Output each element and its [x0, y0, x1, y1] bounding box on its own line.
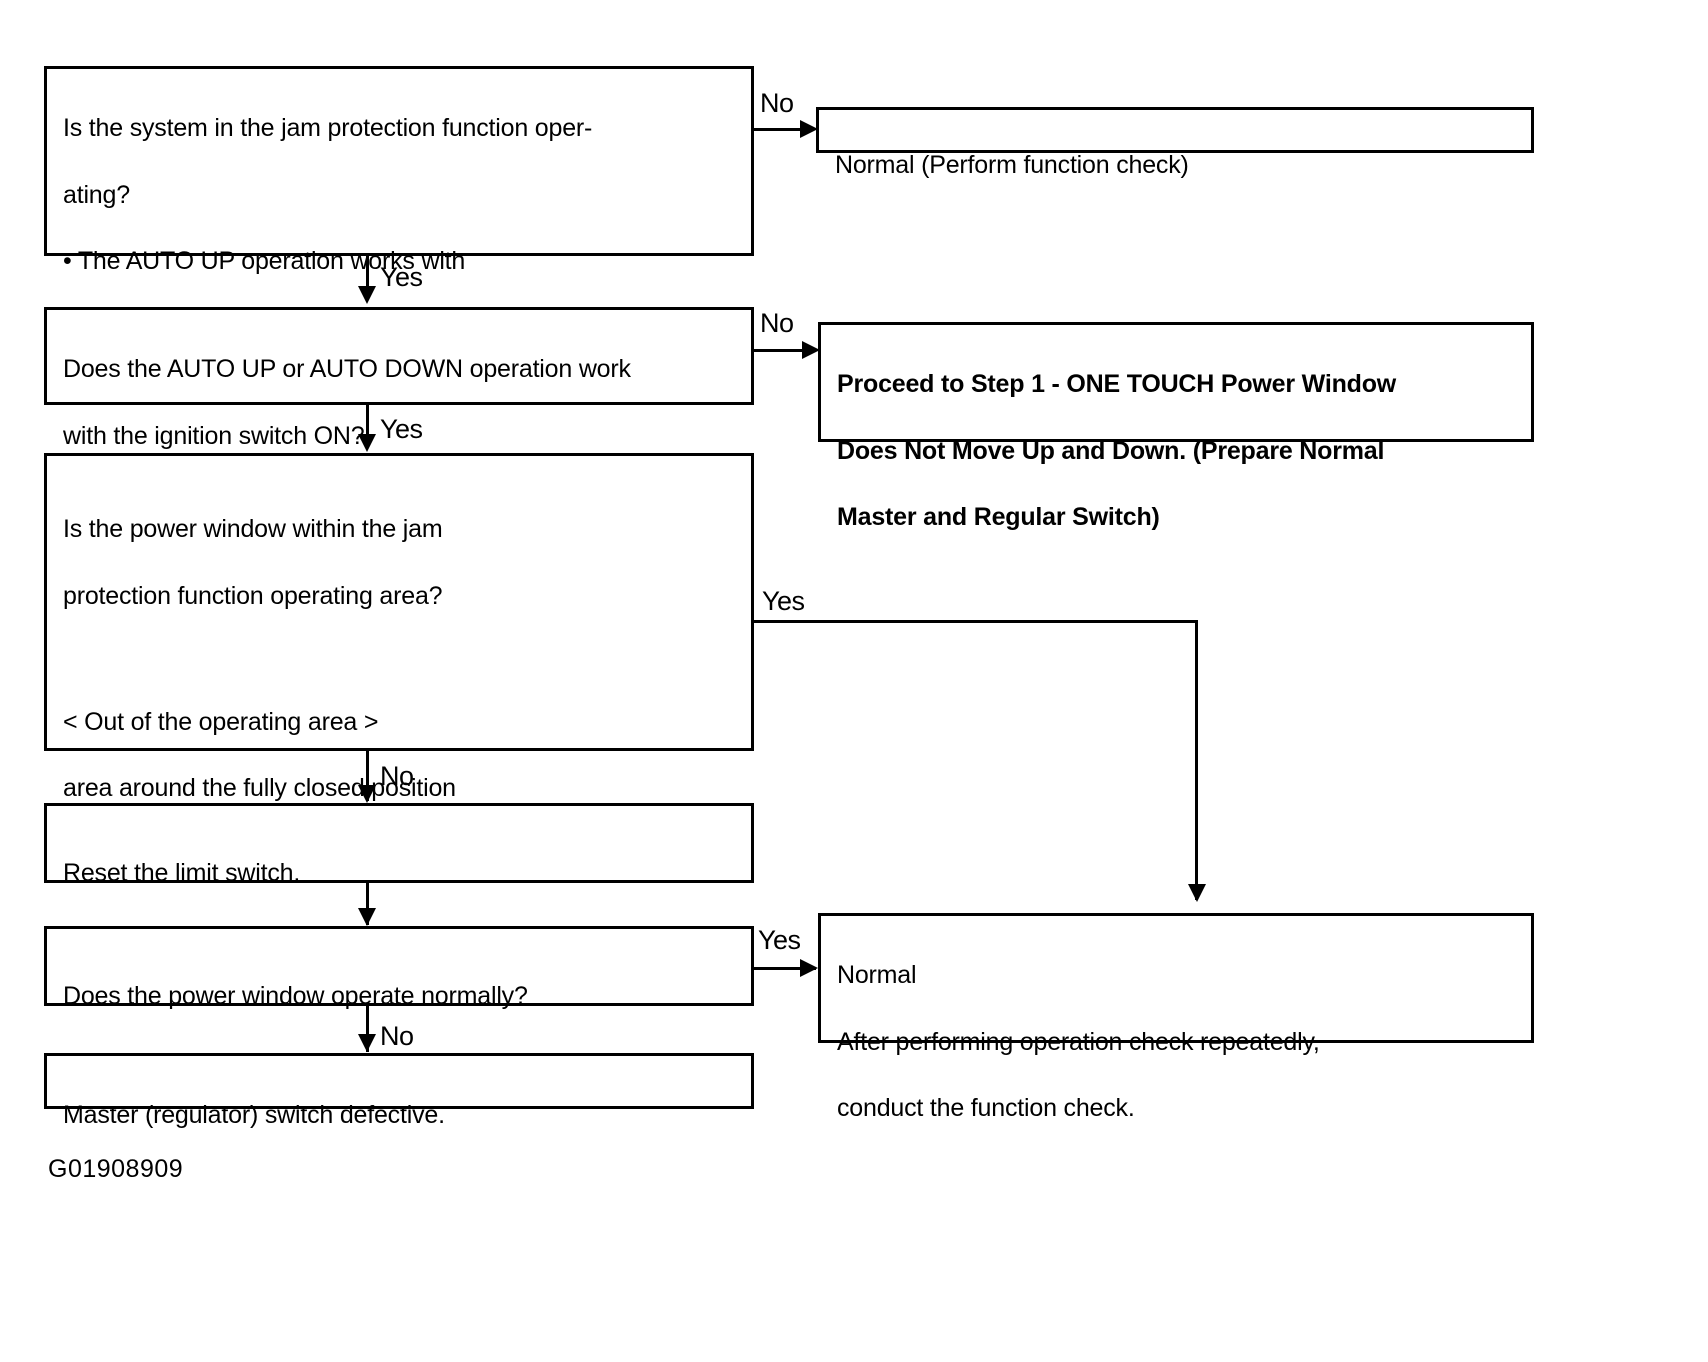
r3-line-3: conduct the function check. — [837, 1094, 1135, 1123]
q2-line-2: with the ignition switch ON? — [63, 421, 365, 450]
r2-line-2: Does Not Move Up and Down. (Prepare Norm… — [837, 436, 1385, 465]
edge-q1-no-line — [754, 128, 814, 131]
edge-q1-yes-line — [366, 256, 369, 296]
result-box-normal-perform-function-check: Normal (Perform function check) — [816, 107, 1534, 179]
edge-q3-yes-arrowhead — [1188, 884, 1206, 902]
edge-q3-no-line — [366, 751, 369, 801]
q1-line-3: • The AUTO UP operation works with — [63, 247, 466, 276]
q3-line-2: protection function operating area? — [63, 581, 443, 610]
edge-q3-yes-horizontal — [754, 620, 1198, 623]
r1-line-1: Normal (Perform function check) — [835, 151, 1189, 180]
q3-line-5: area around the fully closed position — [63, 774, 456, 802]
edge-q1-yes-arrowhead — [358, 286, 376, 304]
decision-box-auto-up-down-works: Does the AUTO UP or AUTO DOWN operation … — [44, 307, 754, 450]
decision-box-window-operates-normally: Does the power window operate normally? — [44, 926, 754, 1010]
edge-q2-no-arrowhead — [802, 341, 820, 359]
edge-label-q2-yes: Yes — [380, 414, 423, 444]
decision-box-jam-protection-operating: Is the system in the jam protection func… — [44, 66, 754, 342]
edge-q3-yes-vertical — [1195, 620, 1198, 900]
edge-q4-yes-line — [754, 967, 816, 970]
edge-label-q1-yes: Yes — [380, 262, 423, 292]
q1-line-2: ating? — [63, 180, 130, 209]
edge-label-q1-no: No — [760, 88, 794, 118]
q3-line-3 — [63, 646, 735, 672]
edge-reset-to-q4-arrowhead — [358, 908, 376, 926]
decision-box-within-operating-area: Is the power window within the jam prote… — [44, 453, 754, 802]
result-box-normal-after-operation-check: Normal After performing operation check … — [818, 913, 1534, 1122]
edge-label-q2-no: No — [760, 308, 794, 338]
edge-label-q4-no: No — [380, 1021, 414, 1051]
edge-label-q3-no: No — [380, 761, 414, 791]
q4-line-1: Does the power window operate normally? — [63, 982, 528, 1011]
result-box-proceed-to-step-1: Proceed to Step 1 - ONE TOUCH Power Wind… — [818, 322, 1534, 531]
edge-q4-yes-arrowhead — [800, 959, 818, 977]
r2-line-1: Proceed to Step 1 - ONE TOUCH Power Wind… — [837, 370, 1397, 399]
edge-q1-no-arrowhead — [800, 120, 818, 138]
edge-label-q4-yes: Yes — [758, 925, 801, 955]
result-box-master-switch-defective: Master (regulator) switch defective. — [44, 1053, 754, 1129]
r2-line-3: Master and Regular Switch) — [837, 503, 1160, 532]
edge-reset-to-q4-line — [366, 883, 369, 925]
a1-line-1: Reset the limit switch. — [63, 859, 301, 888]
q3-line-4: < Out of the operating area > — [63, 707, 379, 736]
action-box-reset-limit-switch: Reset the limit switch. — [44, 803, 754, 887]
edge-q4-no-line — [366, 1006, 369, 1052]
a2-line-1: Master (regulator) switch defective. — [63, 1101, 445, 1130]
q1-line-1: Is the system in the jam protection func… — [63, 114, 593, 143]
r3-line-2: After performing operation check repeate… — [837, 1027, 1320, 1056]
figure-caption: G01908909 — [48, 1155, 184, 1183]
edge-label-q3-yes: Yes — [762, 586, 805, 616]
edge-q2-no-line — [754, 349, 816, 352]
edge-q4-no-arrowhead — [358, 1034, 376, 1052]
edge-q2-yes-line — [366, 405, 369, 443]
r3-line-1: Normal — [837, 961, 917, 990]
edge-q3-no-arrowhead — [358, 785, 376, 803]
edge-q2-yes-arrowhead — [358, 434, 376, 452]
q3-line-1: Is the power window within the jam — [63, 515, 443, 544]
q2-line-1: Does the AUTO UP or AUTO DOWN operation … — [63, 355, 631, 384]
